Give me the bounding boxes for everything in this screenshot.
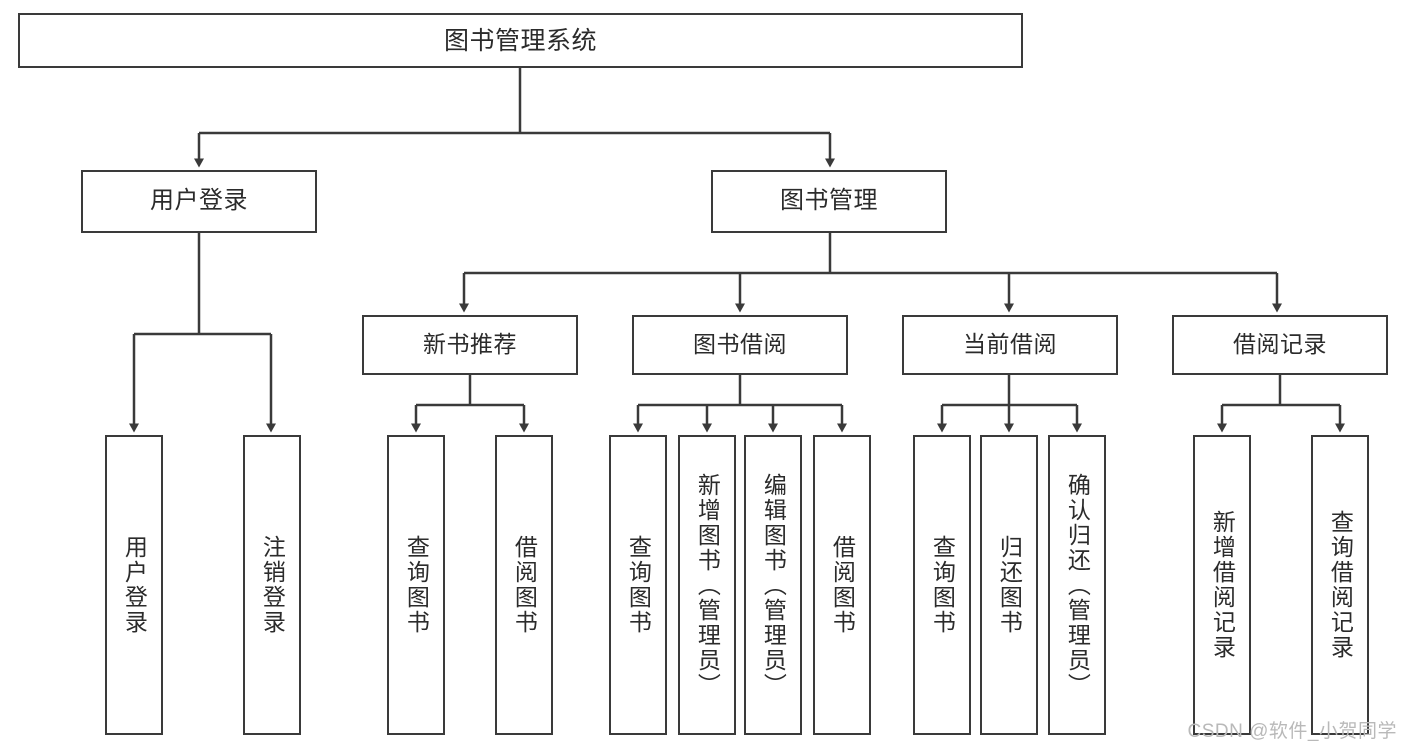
node-label: 用户登录 [121,535,148,635]
node-label: 借阅图书 [511,535,538,635]
node-label: 图书管理 [780,187,878,215]
node-label: 新增借阅记录 [1209,510,1236,660]
node-leaf-query-book-current[interactable]: 查询图书 [913,435,971,735]
watermark-text: CSDN @软件_小贺同学 [1187,721,1397,742]
node-leaf-user-login[interactable]: 用户登录 [105,435,163,735]
node-book-borrow[interactable]: 图书借阅 [632,315,848,375]
node-label: 借阅图书 [829,535,856,635]
node-leaf-query-borrow-record[interactable]: 查询借阅记录 [1311,435,1369,735]
node-leaf-query-book-borrow[interactable]: 查询图书 [609,435,667,735]
node-label: 查询图书 [403,535,430,635]
node-label: 确认归还（管理员） [1064,472,1091,698]
node-leaf-edit-book-admin[interactable]: 编辑图书（管理员） [744,435,802,735]
node-label: 查询借阅记录 [1327,510,1354,660]
node-leaf-return-book[interactable]: 归还图书 [980,435,1038,735]
node-leaf-logout[interactable]: 注销登录 [243,435,301,735]
node-label: 新书推荐 [423,331,517,358]
node-leaf-confirm-return-admin[interactable]: 确认归还（管理员） [1048,435,1106,735]
node-label: 当前借阅 [963,331,1057,358]
node-label: 用户登录 [150,187,248,215]
node-borrow-record[interactable]: 借阅记录 [1172,315,1388,375]
node-leaf-borrow-book-recommend[interactable]: 借阅图书 [495,435,553,735]
node-label: 编辑图书（管理员） [760,472,787,698]
node-label: 借阅记录 [1233,331,1327,358]
node-current-borrow[interactable]: 当前借阅 [902,315,1118,375]
node-book-management[interactable]: 图书管理 [711,170,947,233]
node-leaf-query-book-recommend[interactable]: 查询图书 [387,435,445,735]
node-label: 图书借阅 [693,331,787,358]
node-new-book-recommendation[interactable]: 新书推荐 [362,315,578,375]
node-label: 图书管理系统 [443,26,597,55]
node-label: 查询图书 [929,535,956,635]
node-label: 注销登录 [259,535,286,635]
node-label: 新增图书（管理员） [694,472,721,698]
node-label: 查询图书 [625,535,652,635]
node-leaf-add-borrow-record[interactable]: 新增借阅记录 [1193,435,1251,735]
node-root-library-management-system[interactable]: 图书管理系统 [18,13,1023,68]
node-user-login[interactable]: 用户登录 [81,170,317,233]
node-leaf-add-book-admin[interactable]: 新增图书（管理员） [678,435,736,735]
node-label: 归还图书 [996,535,1023,635]
node-leaf-borrow-book[interactable]: 借阅图书 [813,435,871,735]
